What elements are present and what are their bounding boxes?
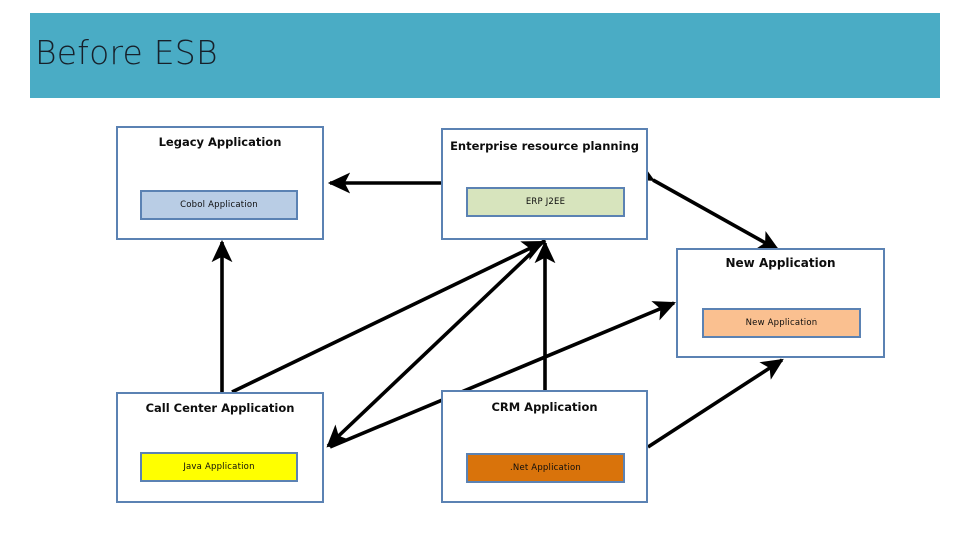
page-title: Before ESB — [35, 33, 218, 72]
title-banner: Before ESB — [30, 13, 940, 98]
inner-dotnet-application[interactable]: .Net Application — [466, 453, 625, 483]
arrow-erp-newapp — [630, 161, 780, 252]
inner-label: .Net Application — [509, 463, 582, 473]
box-title: Enterprise resource planning — [450, 139, 639, 153]
box-new-application[interactable]: New Application New Application — [676, 248, 885, 358]
inner-erp-j2ee[interactable]: ERP J2EE — [466, 187, 625, 217]
inner-java-application[interactable]: Java Application — [140, 452, 298, 482]
inner-label: Java Application — [183, 462, 255, 472]
arrow-callcenter-to-erp-diag — [231, 240, 545, 394]
inner-cobol-application[interactable]: Cobol Application — [140, 190, 298, 220]
inner-label: Cobol Application — [180, 200, 258, 210]
box-title: New Application — [725, 256, 836, 270]
box-enterprise-resource-planning[interactable]: Enterprise resource planning ERP J2EE — [441, 128, 648, 240]
inner-label: ERP J2EE — [525, 197, 566, 207]
arrow-crm-to-newapp — [647, 358, 784, 449]
box-crm-application[interactable]: CRM Application .Net Application — [441, 390, 648, 503]
arrow-erp-to-callcenter — [326, 238, 547, 448]
box-call-center-application[interactable]: Call Center Application Java Application — [116, 392, 324, 503]
arrow-callcenter-to-newapp — [329, 301, 676, 449]
box-title: CRM Application — [491, 400, 598, 414]
inner-label: New Application — [745, 318, 818, 328]
inner-new-application[interactable]: New Application — [702, 308, 861, 338]
box-legacy-application[interactable]: Legacy Application Cobol Application — [116, 126, 324, 240]
box-title: Legacy Application — [158, 135, 282, 149]
box-title: Call Center Application — [145, 401, 295, 415]
